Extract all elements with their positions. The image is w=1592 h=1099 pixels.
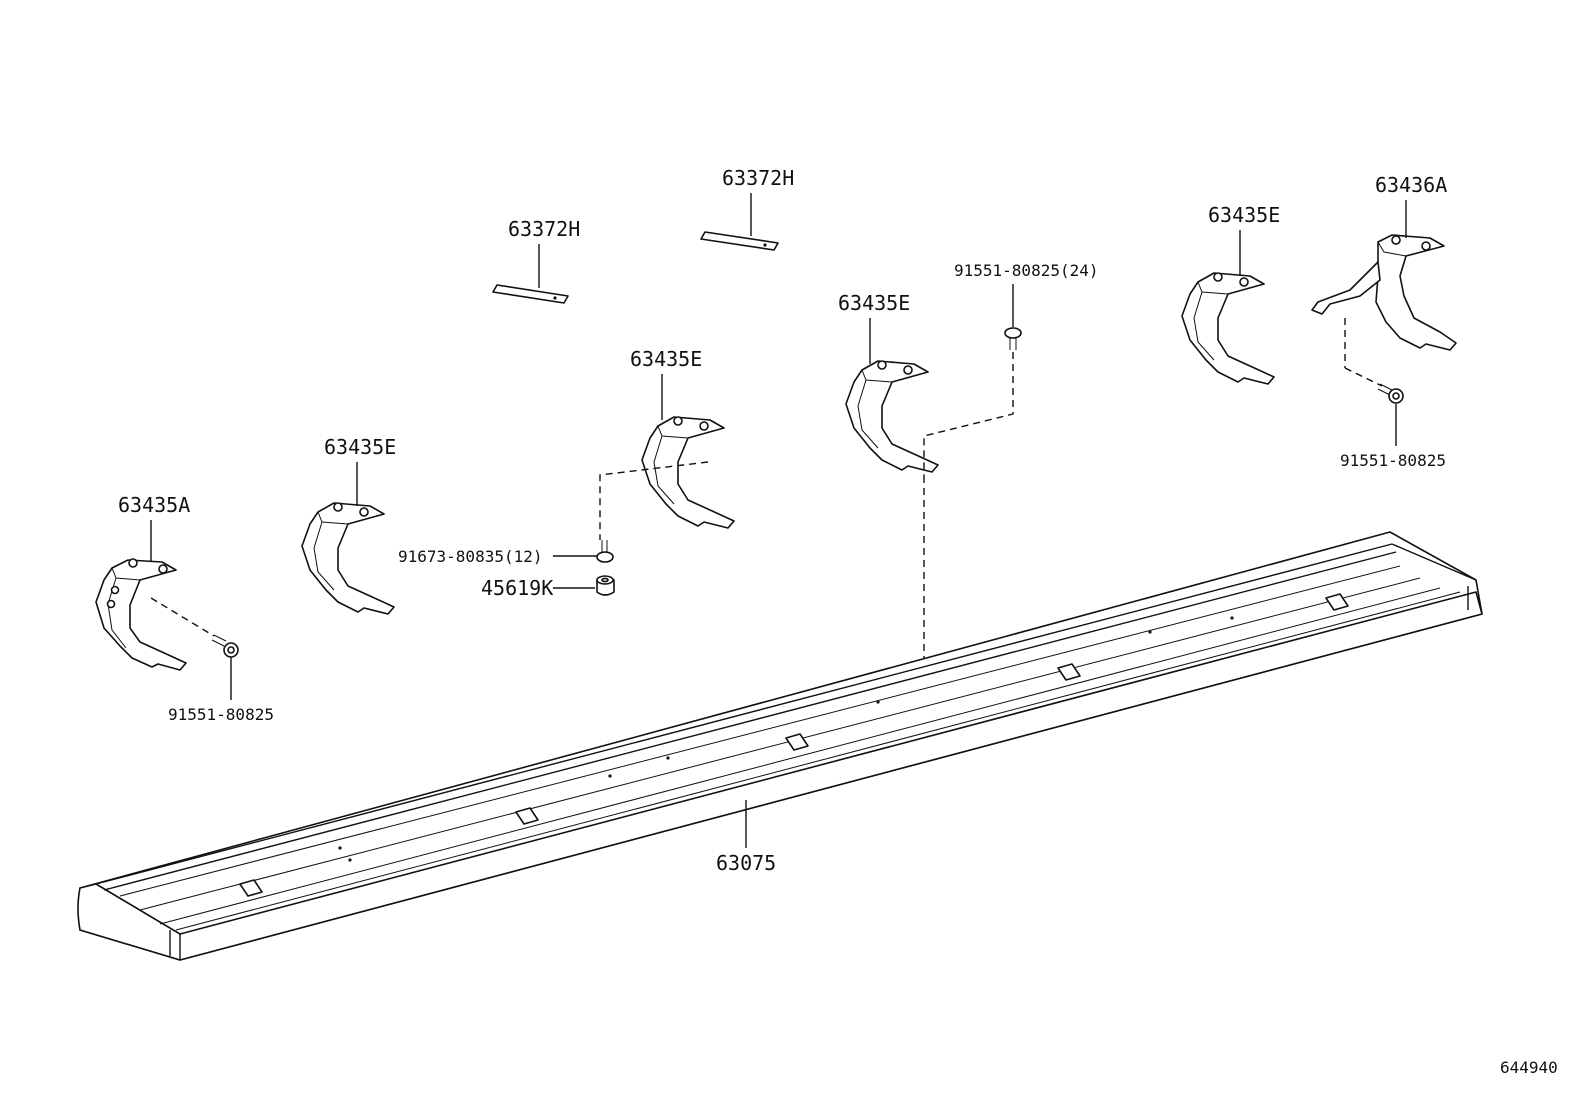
bracket-63435e-3[interactable] [845, 360, 939, 473]
bolt-91551-right[interactable] [1377, 383, 1404, 404]
dash-bolt-left [150, 597, 215, 637]
dash-bolt-right-2 [1344, 367, 1383, 387]
label-bracket-e2: 63435E [630, 347, 702, 371]
label-step-board: 63075 [716, 851, 776, 875]
pad-63372h-left[interactable] [492, 284, 569, 304]
label-pad-left: 63372H [508, 217, 580, 241]
bracket-63435e-1[interactable] [301, 502, 395, 615]
bolt-91551-left[interactable] [211, 634, 239, 658]
step-board-63075[interactable] [77, 531, 1483, 961]
label-bracket-a: 63435A [118, 493, 190, 517]
label-bracket-e1: 63435E [324, 435, 396, 459]
label-bracket-rear: 63436A [1375, 173, 1447, 197]
label-bracket-e4: 63435E [1208, 203, 1280, 227]
label-bolt-right: 91551-80825 [1340, 451, 1446, 470]
bracket-63435e-2[interactable] [641, 416, 735, 529]
label-bolt-left: 91551-80825 [168, 705, 274, 724]
bolt-91551-top[interactable] [1004, 327, 1022, 350]
label-bolt-top: 91551-80825(24) [954, 261, 1099, 280]
bracket-63435e-4[interactable] [1181, 272, 1275, 385]
nut-45619k[interactable] [596, 575, 615, 596]
bracket-63435a[interactable] [95, 558, 187, 671]
label-nut: 45619K [481, 576, 553, 600]
bolt-91673[interactable] [596, 540, 614, 563]
diagram-id: 644940 [1500, 1058, 1558, 1077]
label-pad-right: 63372H [722, 166, 794, 190]
dash-bolt-top [923, 352, 1014, 476]
label-bolt-mid: 91673-80835(12) [398, 547, 543, 566]
dash-bolt-mid [599, 461, 709, 540]
pad-63372h-right[interactable] [700, 231, 779, 251]
label-bracket-e3: 63435E [838, 291, 910, 315]
bracket-63436a[interactable] [1311, 234, 1457, 351]
